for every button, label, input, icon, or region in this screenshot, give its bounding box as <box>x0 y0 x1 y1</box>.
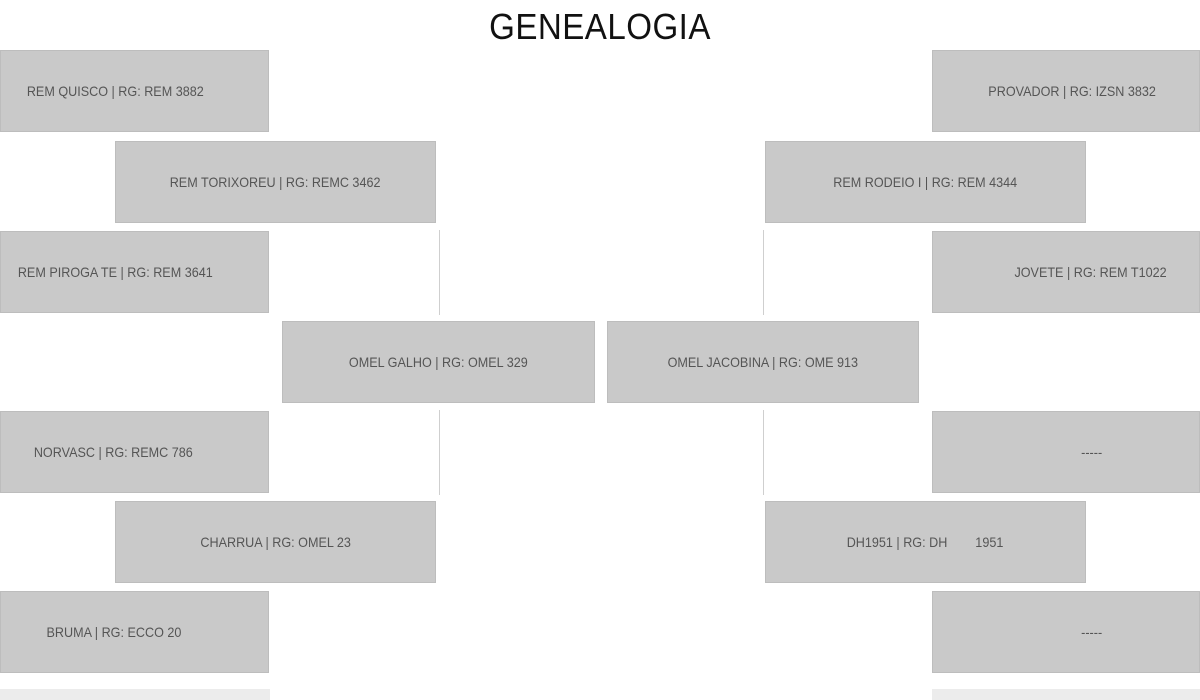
partial-box-bottom-left <box>0 689 270 700</box>
partial-box-bottom-right <box>932 689 1200 700</box>
ancestor-label: JOVETE | RG: REM T1022 <box>1014 264 1167 280</box>
ancestor-label: REM TORIXOREU | RG: REMC 3462 <box>170 174 381 190</box>
ancestor-label: NORVASC | RG: REMC 786 <box>33 444 193 460</box>
ancestor-box-dam-paternal-granddam: JOVETE | RG: REM T1022 <box>932 231 1200 313</box>
ancestor-box-sire-dam: CHARRUA | RG: OMEL 23 <box>115 501 436 583</box>
ancestor-label: OMEL JACOBINA | RG: OME 913 <box>667 354 859 370</box>
ancestor-label: DH1951 | RG: DH 1951 <box>847 534 1004 550</box>
page-title: GENEALOGIA <box>489 6 711 47</box>
ancestor-box-dam-maternal-granddam: ----- <box>932 591 1200 673</box>
ancestor-label: CHARRUA | RG: OMEL 23 <box>200 534 351 550</box>
sire-box: OMEL GALHO | RG: OMEL 329 <box>282 321 595 403</box>
connector-right-bottom <box>763 410 764 495</box>
ancestor-box-dam-maternal-grandsire: ----- <box>932 411 1200 493</box>
ancestor-label: REM RODEIO I | RG: REM 4344 <box>833 174 1018 190</box>
ancestor-box-sire-maternal-granddam: BRUMA | RG: ECCO 20 <box>0 591 269 673</box>
connector-right-top <box>763 230 764 315</box>
ancestor-label: BRUMA | RG: ECCO 20 <box>46 624 182 640</box>
connector-left-bottom <box>439 410 440 495</box>
ancestor-label: PROVADOR | RG: IZSN 3832 <box>988 83 1156 99</box>
connector-left-top <box>439 230 440 315</box>
ancestor-label: REM PIROGA TE | RG: REM 3641 <box>17 264 213 280</box>
ancestor-label: ----- <box>1080 444 1102 460</box>
ancestor-box-dam-sire: REM RODEIO I | RG: REM 4344 <box>765 141 1086 223</box>
ancestor-label: OMEL GALHO | RG: OMEL 329 <box>349 354 528 370</box>
ancestor-box-sire-maternal-grandsire: NORVASC | RG: REMC 786 <box>0 411 269 493</box>
ancestor-label: ----- <box>1080 624 1102 640</box>
ancestor-label: REM QUISCO | RG: REM 3882 <box>26 83 204 99</box>
ancestor-box-sire-paternal-granddam: REM PIROGA TE | RG: REM 3641 <box>0 231 269 313</box>
ancestor-box-dam-paternal-grandsire: PROVADOR | RG: IZSN 3832 <box>932 50 1200 132</box>
ancestor-box-dam-dam: DH1951 | RG: DH 1951 <box>765 501 1086 583</box>
ancestor-box-sire-paternal-grandsire: REM QUISCO | RG: REM 3882 <box>0 50 269 132</box>
dam-box: OMEL JACOBINA | RG: OME 913 <box>607 321 919 403</box>
ancestor-box-sire-sire: REM TORIXOREU | RG: REMC 3462 <box>115 141 436 223</box>
